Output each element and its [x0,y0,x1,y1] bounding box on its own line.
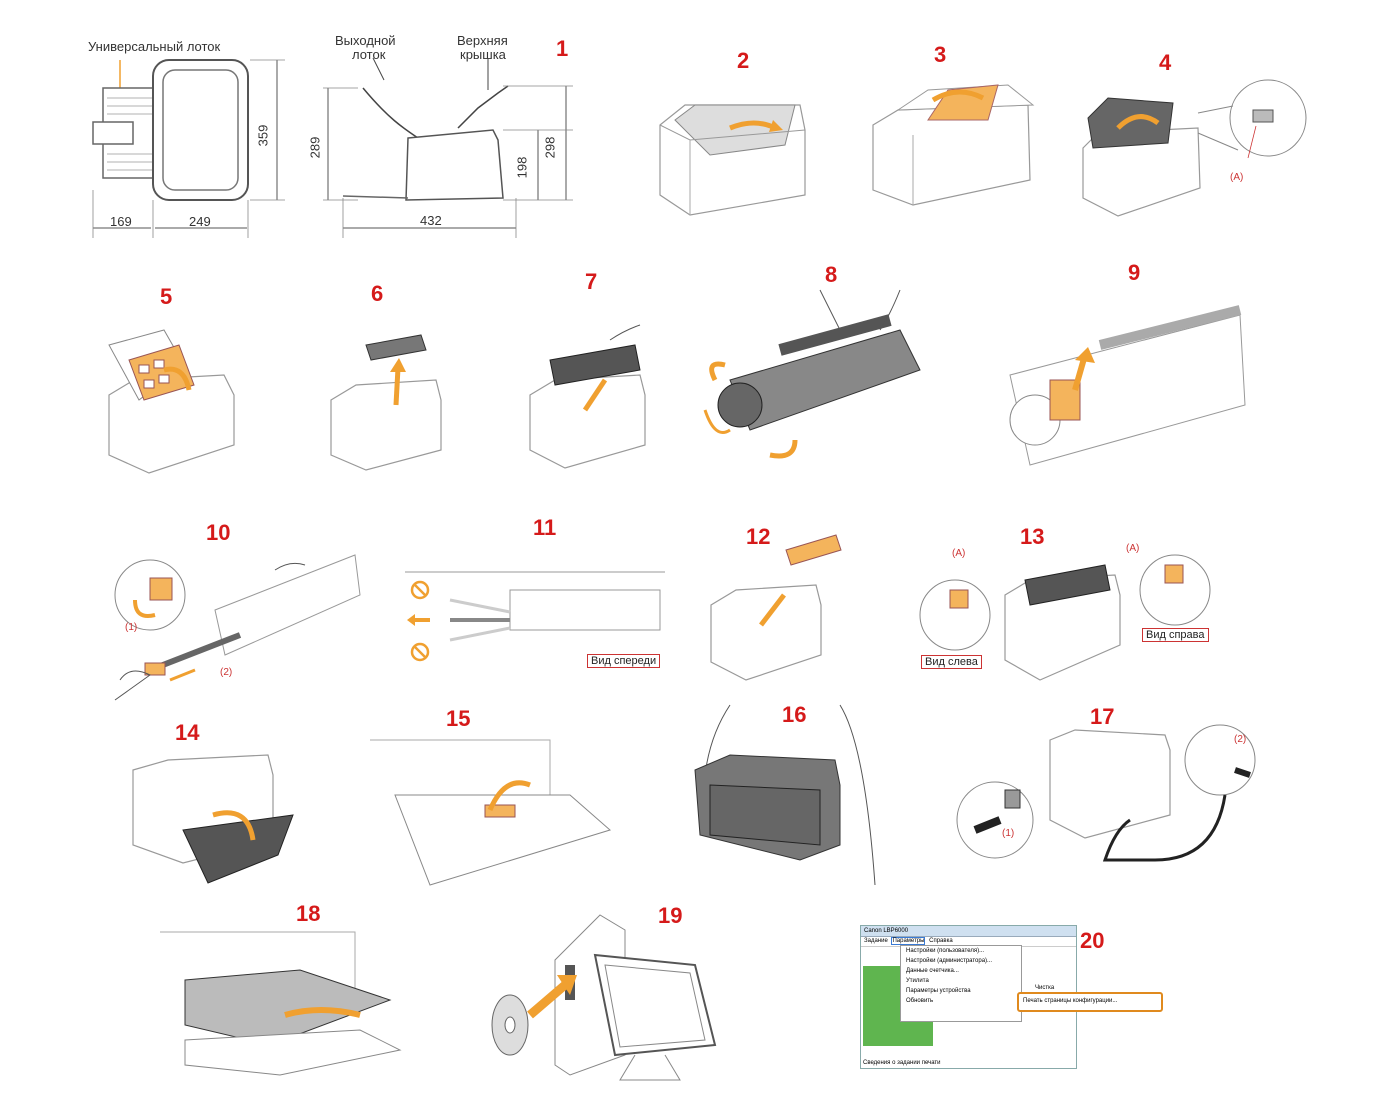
step-number-15: 15 [446,706,471,731]
dim-249: 249 [189,214,211,229]
step-number-5: 5 [160,284,173,309]
submenu-clean[interactable]: Чистка [1035,985,1055,991]
print-config-page-item[interactable]: Печать страницы конфигурации... [1017,992,1163,1012]
step-number-17: 17 [1090,704,1115,729]
cartridge-insert-illustration [919,554,1211,681]
load-paper-illustration [160,931,402,1076]
window-title: Canon LBP6000 [861,926,1076,937]
step-number-8: 8 [825,262,838,287]
step-number-10: 10 [206,520,231,545]
step-number-9: 9 [1128,260,1141,285]
printer-illustration-step5 [108,329,235,474]
seal-tape-removal-illustration [114,554,361,701]
printer-illustration-step2 [659,104,806,216]
step-number-12: 12 [746,524,771,549]
callout-a-step4: (A) [1230,172,1244,183]
top-cover-label-line1: Верхняя [457,33,508,48]
menu-options[interactable]: Параметры [891,937,926,945]
step-number-13: 13 [1020,524,1045,549]
cartridge-shake-illustration [703,289,921,459]
cartridge-front-view-illustration [405,571,665,662]
step-number-16: 16 [782,702,807,727]
dim-289: 289 [307,136,323,159]
step-number-14: 14 [175,720,200,745]
left-view-label: Вид слева [921,655,982,669]
callout-2-step17: (2) [1234,734,1247,745]
right-view-label: Вид справа [1142,628,1209,642]
dim-169: 169 [110,214,132,229]
menu-item-admin-settings[interactable]: Настройки (администратора)... [906,958,993,964]
side-view-diagram [323,57,573,238]
dim-432: 432 [420,213,442,228]
menu-job[interactable]: Задание [864,938,888,944]
dim-359: 359 [255,124,271,147]
computer-cd-illustration [491,914,717,1081]
step-number-4: 4 [1159,50,1172,75]
top-cover-label-line2: крышка [460,47,506,62]
printer-illustration-step3 [872,84,1035,206]
front-view-label: Вид спереди [587,654,661,668]
menu-item-refresh[interactable]: Обновить [906,998,934,1004]
step-number-2: 2 [737,48,750,73]
menu-help[interactable]: Справка [929,938,953,944]
status-bar: Сведения о задании печати [863,1060,941,1066]
carrying-printer-illustration [694,704,876,886]
callout-a-left-step13: (A) [952,548,966,559]
step-number-1: 1 [556,36,569,61]
step-number-11: 11 [533,515,557,540]
step-number-6: 6 [371,281,384,306]
power-cable-illustration [956,724,1256,862]
menu-item-user-settings[interactable]: Настройки (пользователя)... [906,948,985,954]
callout-1-step17: (1) [1002,828,1015,839]
options-menu: Настройки (пользователя)... Настройки (а… [900,945,1022,1022]
callout-2-step10: (2) [220,667,233,678]
output-tray-label-line2: лоток [352,47,386,62]
printer-illustration-step12 [710,534,842,681]
paper-guide-illustration [370,739,612,886]
menu-item-utility[interactable]: Утилита [906,978,929,984]
step-number-20: 20 [1080,928,1105,953]
step-number-7: 7 [585,269,598,294]
printer-illustration-step7 [529,324,646,469]
printer-illustration-step14 [132,754,294,884]
step-number-3: 3 [934,42,947,67]
output-tray-label-line1: Выходной [335,33,396,48]
multipurpose-tray-label: Универсальный лоток [88,39,221,54]
menu-item-device-settings[interactable]: Параметры устройства [906,988,971,994]
cartridge-tab-illustration [1009,305,1246,466]
step-number-18: 18 [296,901,321,926]
top-view-diagram [92,59,285,238]
step-number-19: 19 [658,903,683,928]
printer-illustration-step4 [1082,79,1307,217]
menu-item-counter-data[interactable]: Данные счетчика... [906,968,959,974]
printer-illustration-step6 [330,334,442,471]
dim-298: 298 [542,136,558,159]
dim-198: 198 [514,156,530,179]
callout-a-right-step13: (A) [1126,543,1140,554]
callout-1-step10: (1) [125,622,138,633]
